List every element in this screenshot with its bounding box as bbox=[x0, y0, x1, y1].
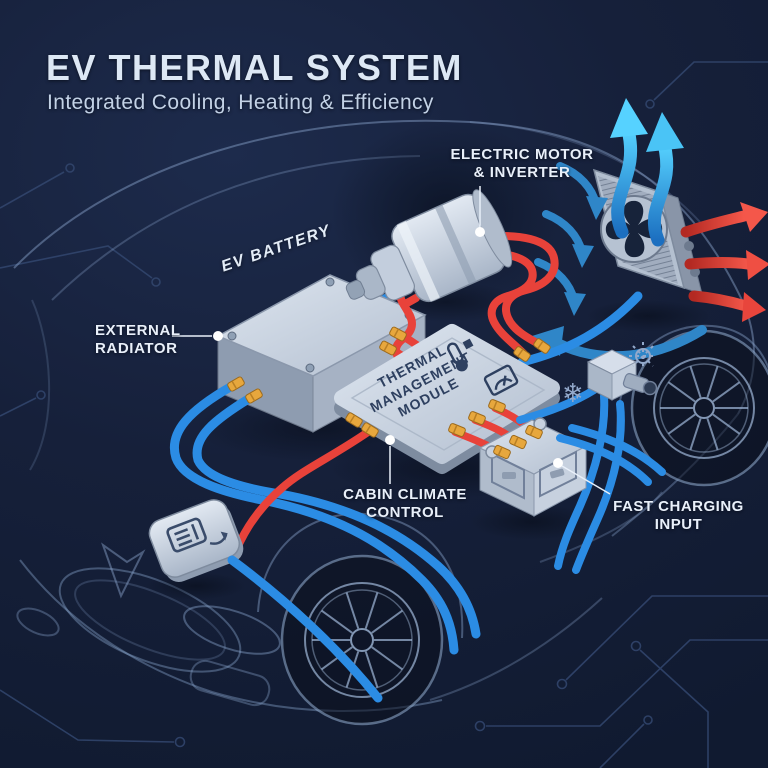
label-electric-motor-line2: & INVERTER bbox=[473, 164, 571, 181]
blue-pipe-module-to-valve bbox=[516, 386, 598, 424]
coolant-pipes-blue bbox=[170, 291, 643, 655]
module-out-pipes bbox=[228, 386, 625, 574]
label-cabin-climate: CABIN CLIMATE CONTROL bbox=[325, 486, 485, 522]
cabin-climate-unit bbox=[148, 499, 383, 703]
hot-air-arrows bbox=[680, 202, 768, 322]
thermal-management-module bbox=[334, 324, 560, 474]
thermometer-icon bbox=[446, 338, 474, 372]
label-electric-motor: ELECTRIC MOTOR & INVERTER bbox=[428, 146, 616, 182]
label-fast-charging: FAST CHARGING INPUT bbox=[606, 498, 751, 534]
up-airflow-arrows bbox=[610, 98, 684, 247]
label-electric-motor-line1: ELECTRIC MOTOR bbox=[450, 146, 594, 163]
label-external-radiator-line1: EXTERNAL bbox=[95, 322, 181, 339]
red-pipe-module-to-cabin bbox=[228, 428, 372, 564]
label-external-radiator: EXTERNAL RADIATOR bbox=[95, 322, 215, 358]
coolant-valve-unit: ❄ bbox=[562, 342, 658, 409]
circuit-traces bbox=[0, 61, 768, 768]
page-subtitle: Integrated Cooling, Heating & Efficiency bbox=[47, 91, 434, 114]
page-title: EV THERMAL SYSTEM bbox=[46, 47, 463, 88]
blue-pipe-radiator-to-module bbox=[517, 291, 643, 367]
electric-motor-unit bbox=[345, 189, 513, 303]
front-wheel bbox=[280, 554, 444, 726]
blue-pipe-cabin-out bbox=[227, 555, 383, 703]
leader-lines bbox=[172, 186, 611, 495]
label-fast-charging-line1: FAST CHARGING bbox=[613, 498, 744, 515]
label-cabin-climate-line1: CABIN CLIMATE bbox=[343, 486, 467, 503]
snowflake-icon: ❄ bbox=[562, 379, 584, 409]
vent-icon bbox=[166, 517, 228, 553]
gauge-icon bbox=[483, 364, 519, 396]
hood-logo bbox=[101, 542, 146, 599]
fast-charging-unit bbox=[478, 417, 666, 517]
sun-icon bbox=[629, 342, 657, 370]
label-external-radiator-line2: RADIATOR bbox=[95, 340, 178, 357]
label-fast-charging-line2: INPUT bbox=[654, 516, 703, 533]
label-cabin-climate-line2: CONTROL bbox=[366, 504, 444, 521]
